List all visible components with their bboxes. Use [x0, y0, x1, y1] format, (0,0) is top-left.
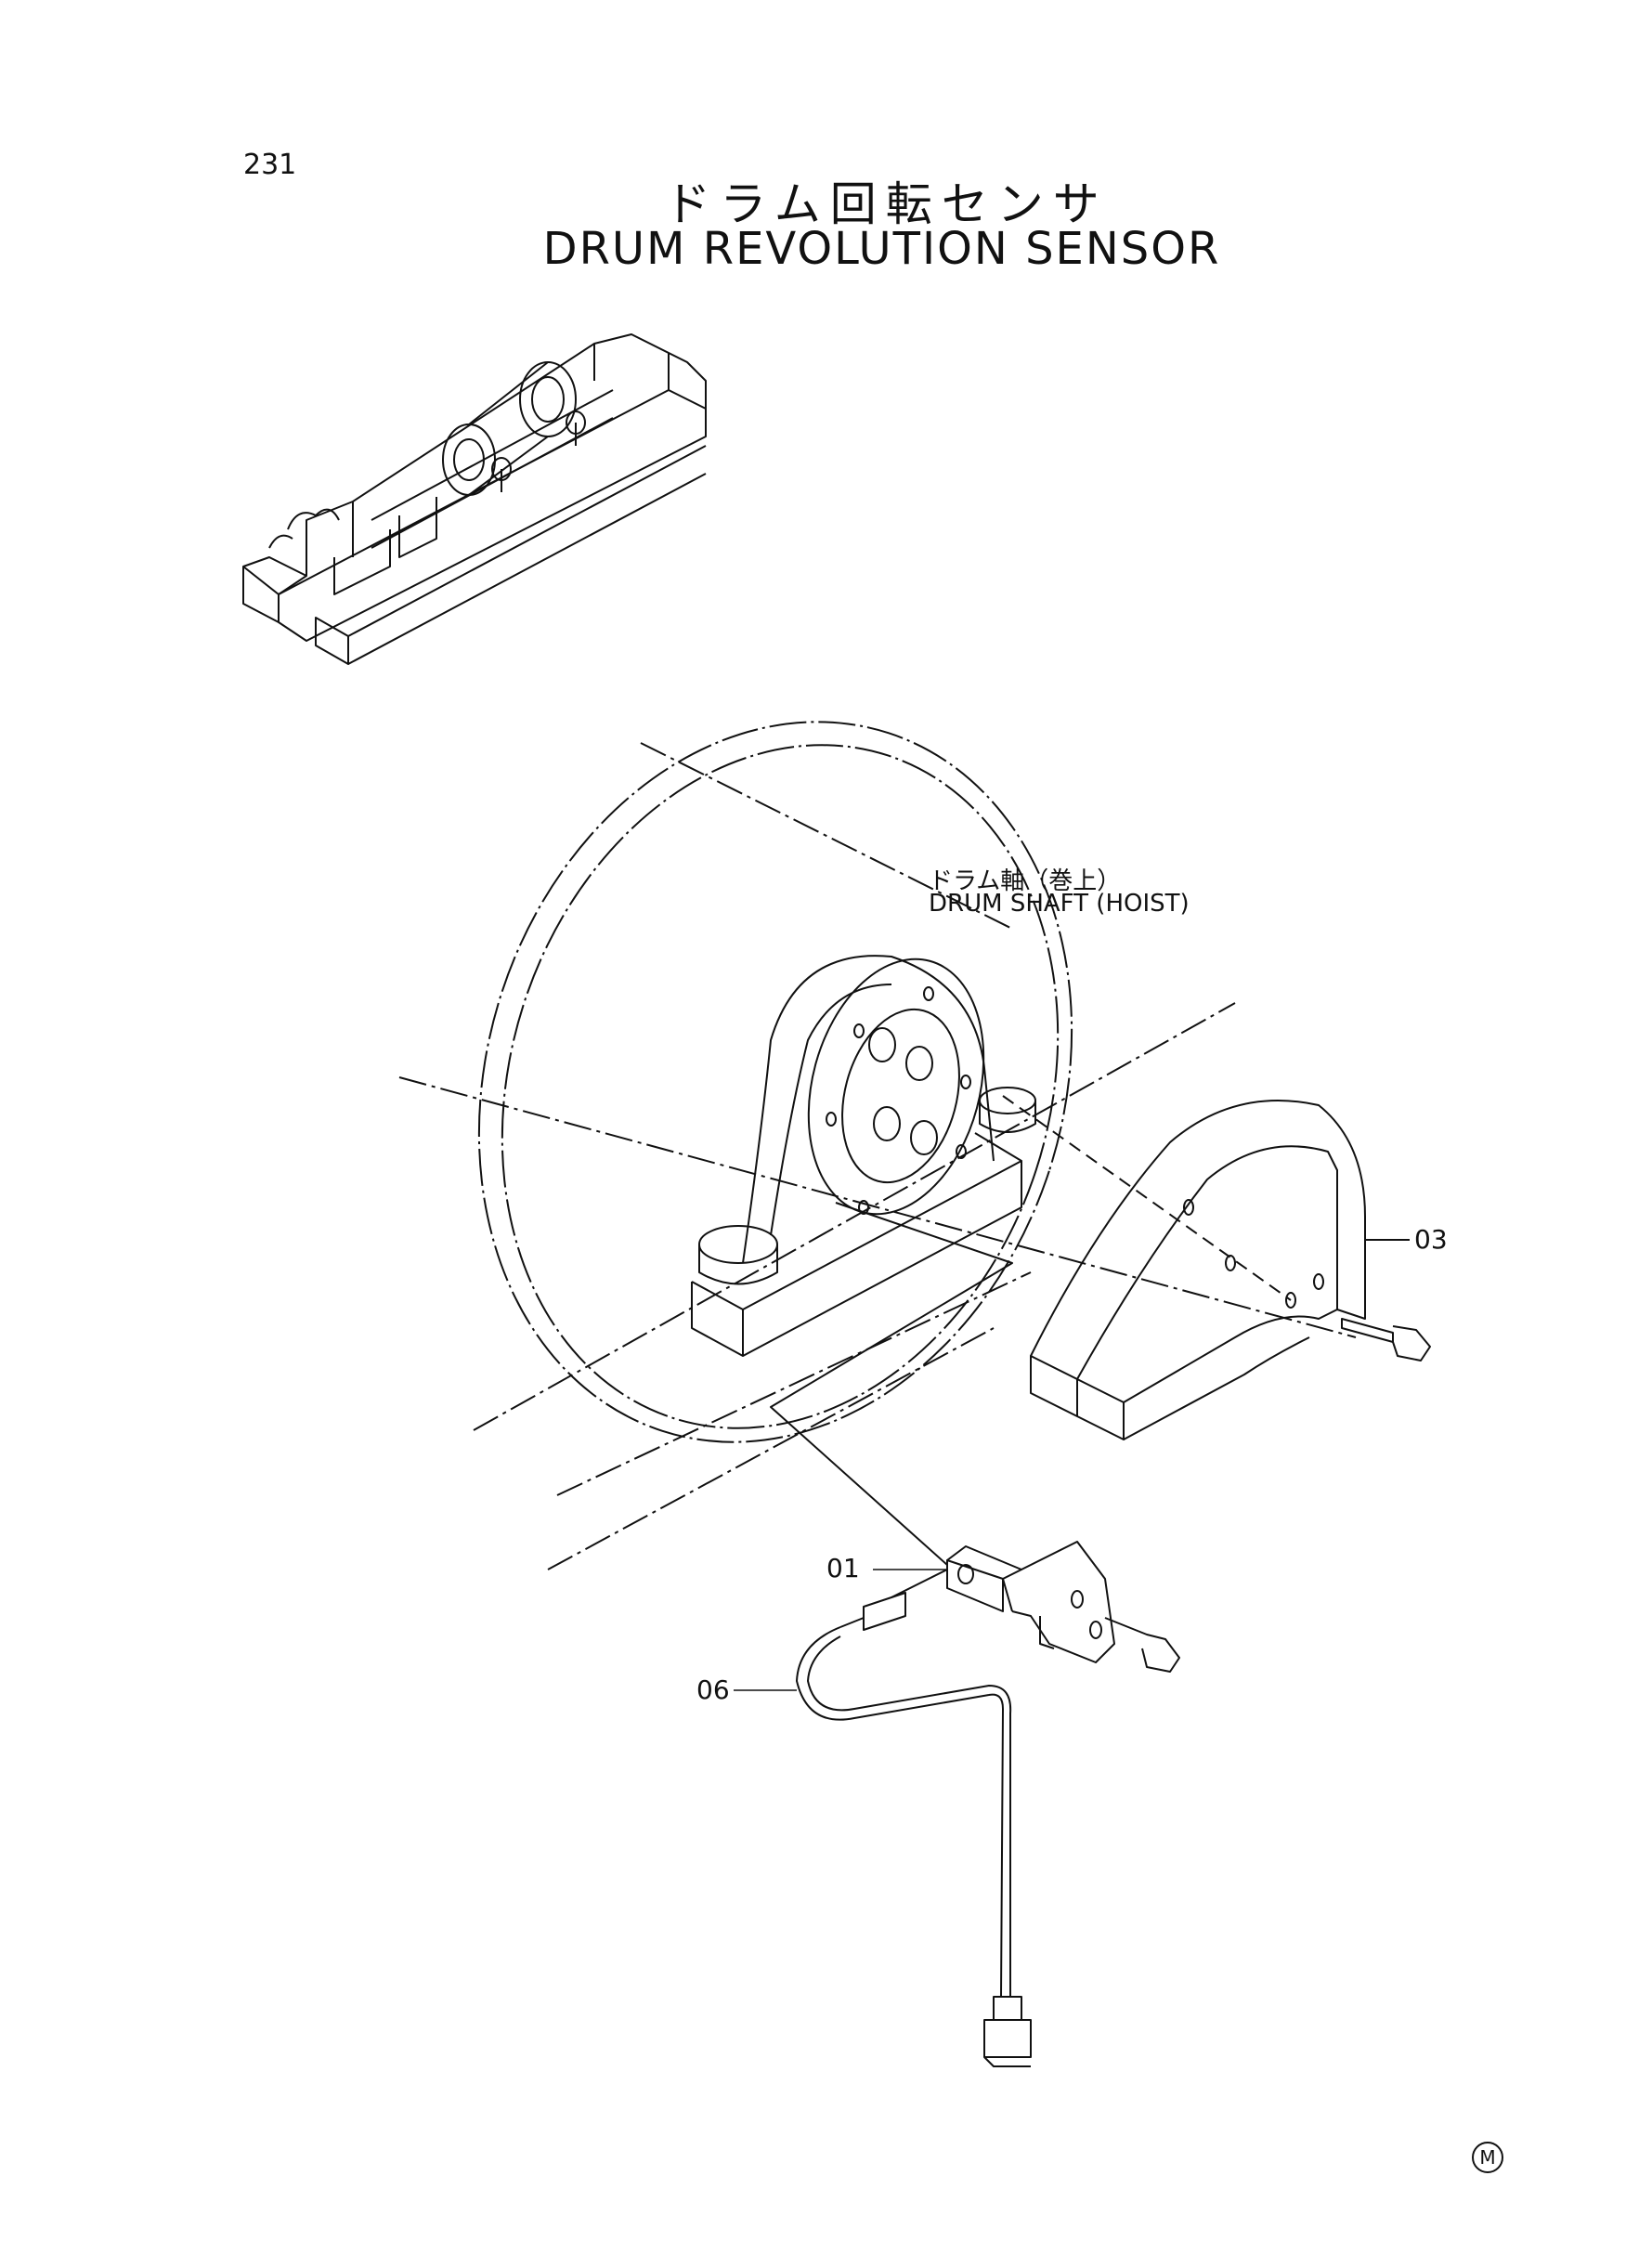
- sensor-cable: [796, 1569, 1032, 2067]
- leader-lines: [734, 1569, 947, 1691]
- assembly-guides: [770, 1202, 1013, 1566]
- sensor-bracket: [946, 1541, 1180, 1673]
- shaft-label-english: DRUM SHAFT (HOIST): [929, 890, 1190, 918]
- callout-part-03: 03: [1414, 1224, 1448, 1255]
- callout-part-06: 06: [696, 1674, 730, 1705]
- bearing-housing: [691, 955, 1036, 1357]
- callout-part-01: 01: [826, 1553, 860, 1583]
- title-japanese: ドラム回転センサ: [664, 177, 1109, 231]
- sensor-cover: [1002, 1095, 1410, 1440]
- base-frame-lines: [398, 742, 1357, 1570]
- shaft-label-japanese: ドラム軸（巻上）: [929, 867, 1122, 895]
- page-number: 231: [243, 149, 297, 181]
- m-mark: M: [1472, 2142, 1503, 2173]
- cover-bolt: [1341, 1318, 1431, 1362]
- machine-frame-inset: [242, 333, 707, 665]
- title-english: DRUM REVOLUTION SENSOR: [542, 223, 1221, 275]
- drum-flange: [477, 721, 1073, 1443]
